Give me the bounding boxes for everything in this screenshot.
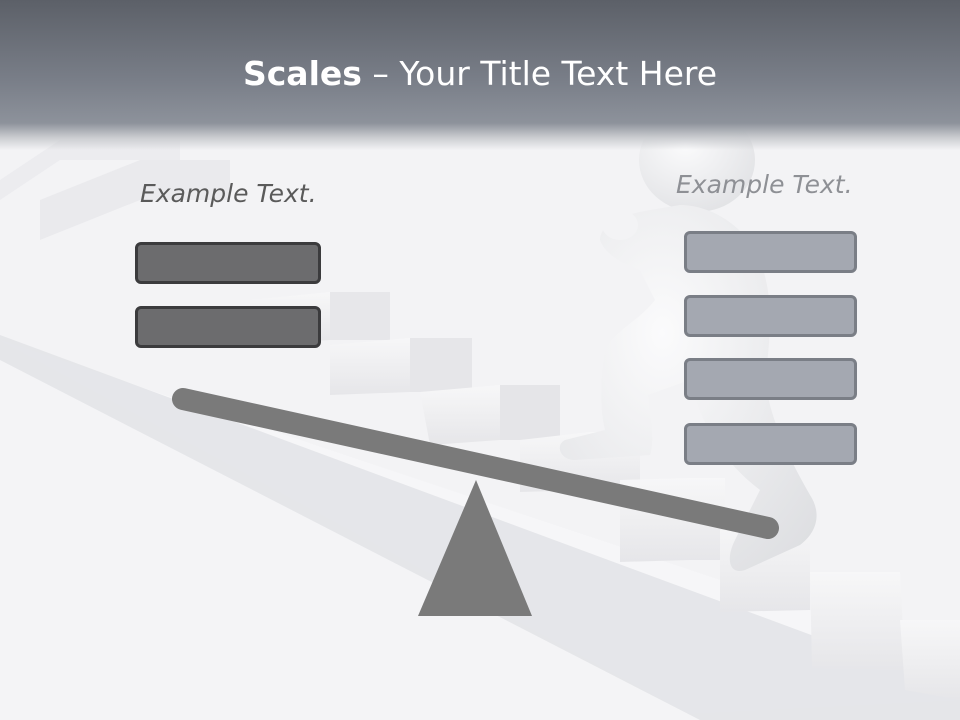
left-box-2[interactable] bbox=[135, 306, 321, 348]
left-box-1[interactable] bbox=[135, 242, 321, 284]
right-box-1[interactable] bbox=[684, 231, 857, 273]
right-box-2[interactable] bbox=[684, 295, 857, 337]
title-bar bbox=[0, 0, 960, 150]
seesaw-scale bbox=[172, 388, 779, 616]
staircase bbox=[0, 140, 960, 720]
slide-title[interactable]: Scales – Your Title Text Here bbox=[0, 52, 960, 96]
right-box-4[interactable] bbox=[684, 423, 857, 465]
right-label[interactable]: Example Text. bbox=[676, 170, 853, 199]
title-bold: Scales bbox=[242, 54, 362, 93]
right-box-3[interactable] bbox=[684, 358, 857, 400]
left-label[interactable]: Example Text. bbox=[140, 179, 317, 208]
title-rest: – Your Title Text Here bbox=[361, 54, 718, 93]
